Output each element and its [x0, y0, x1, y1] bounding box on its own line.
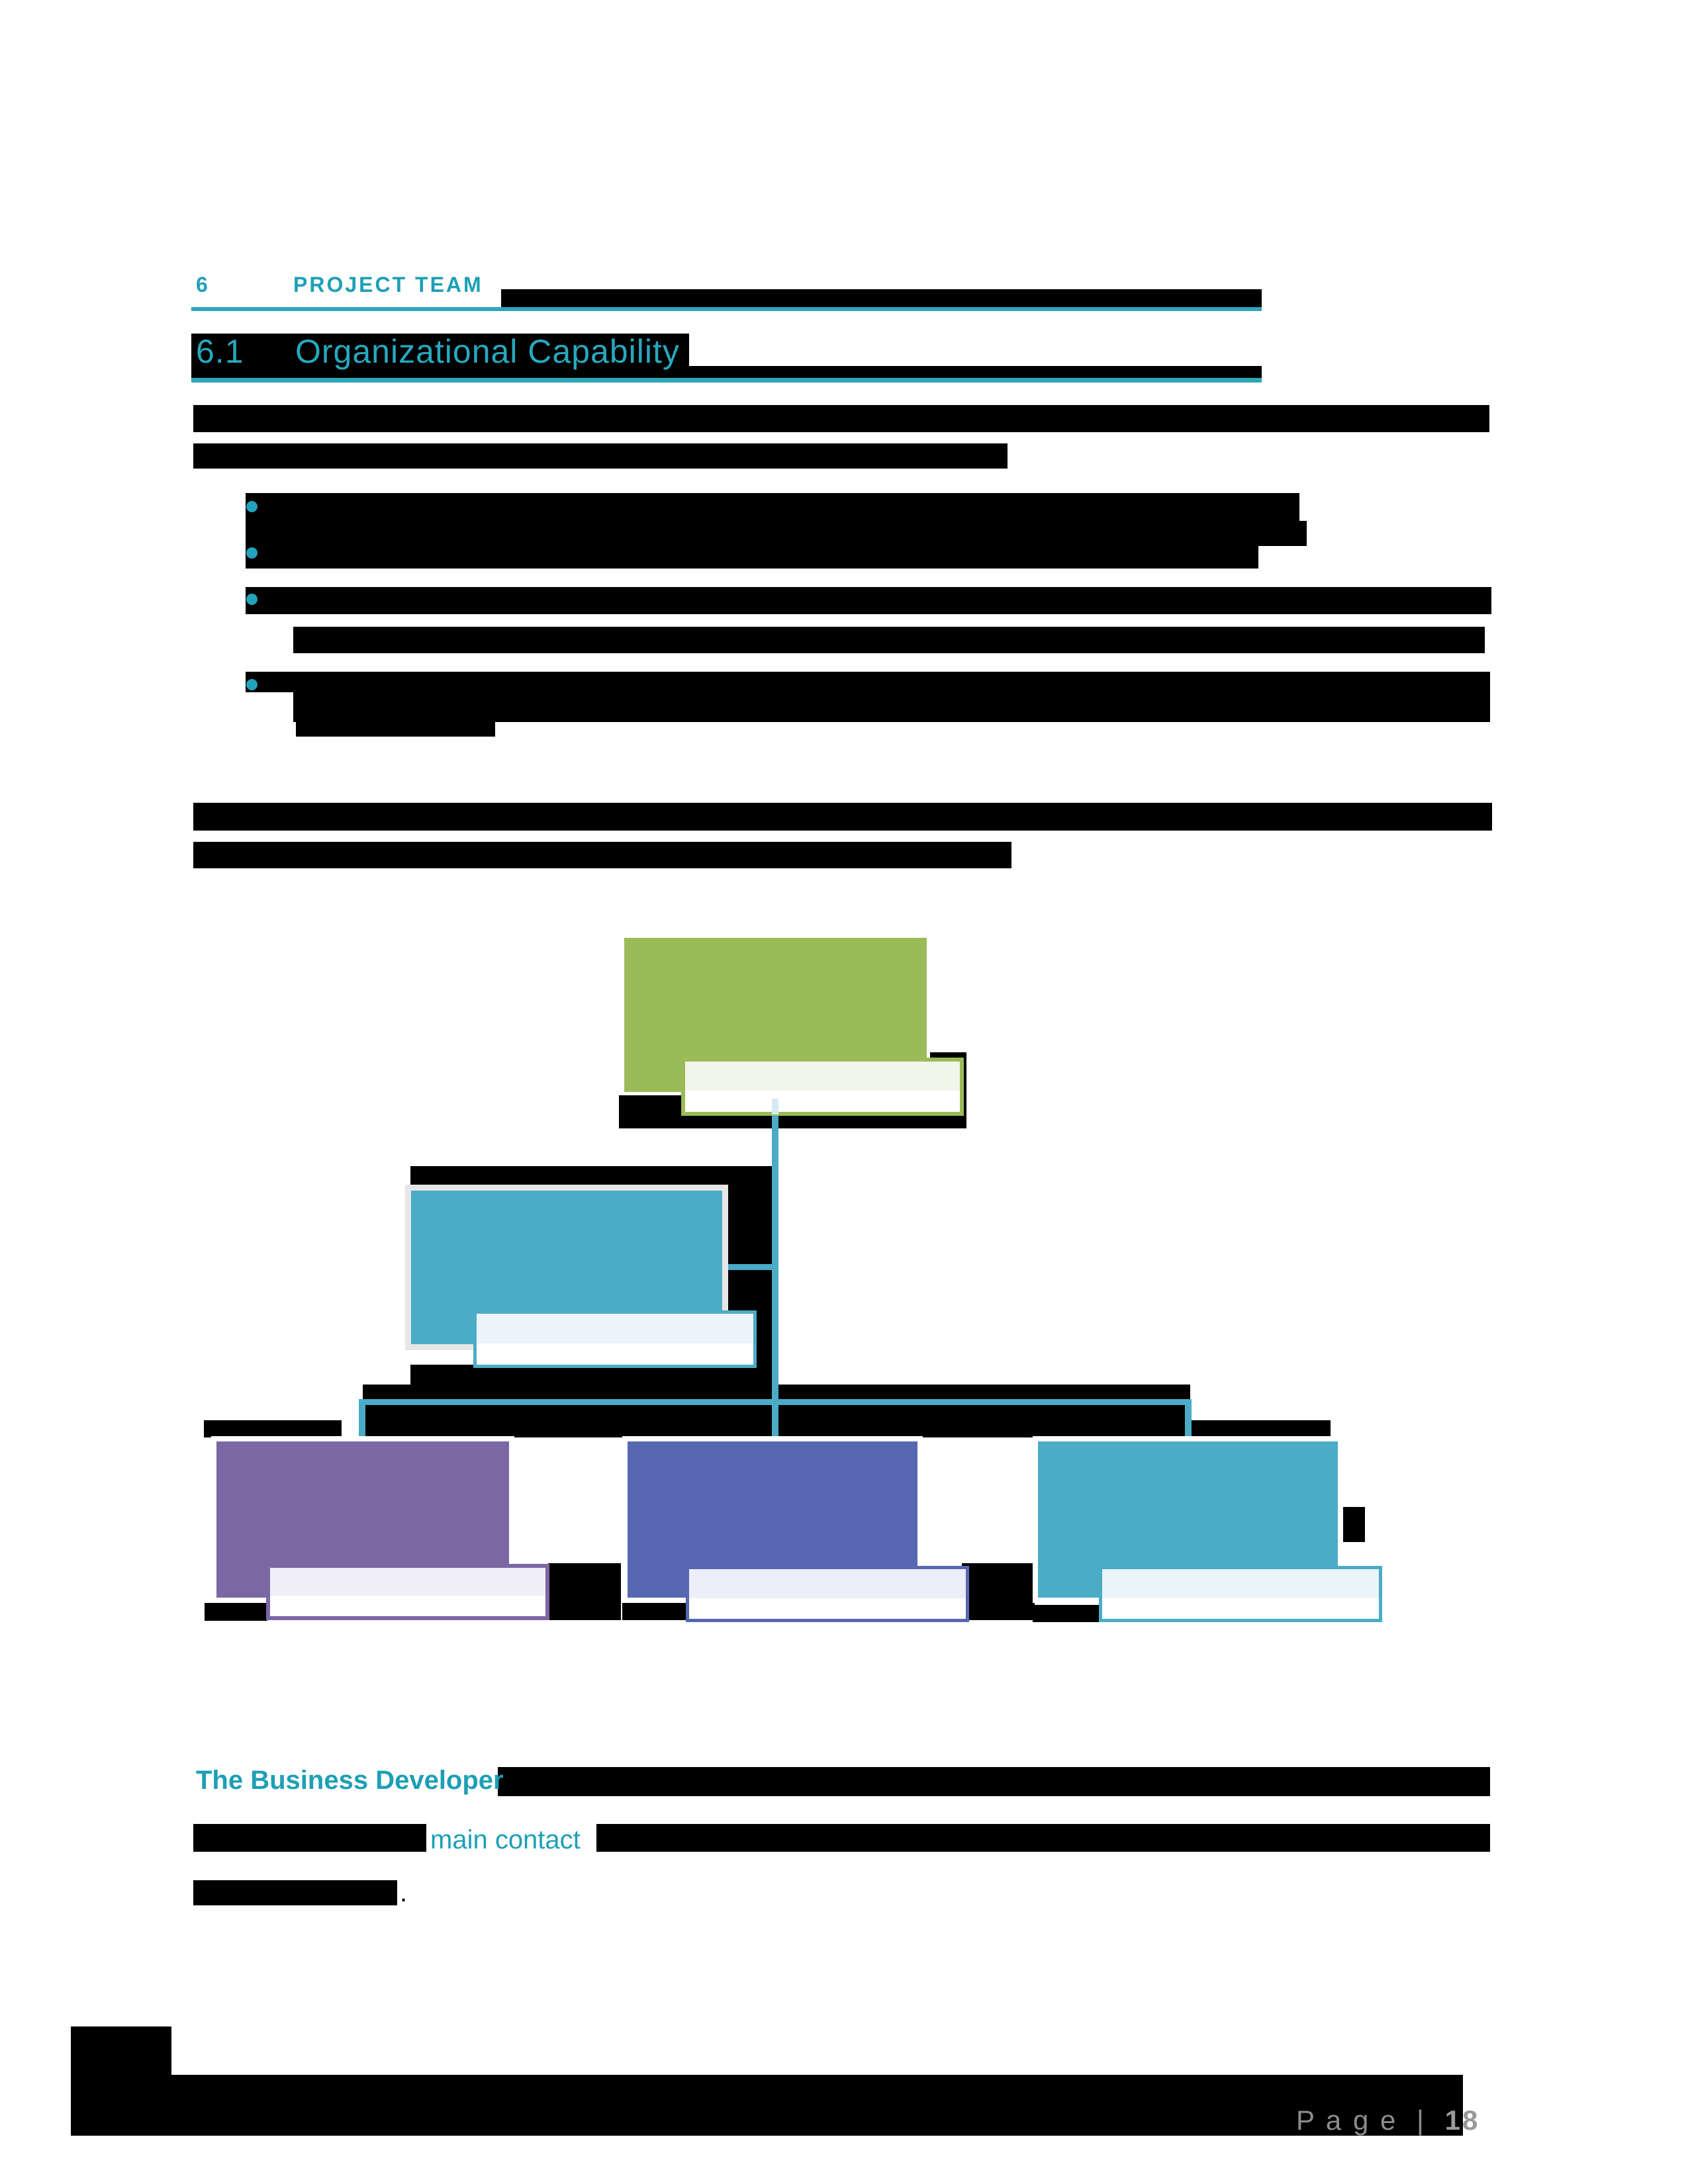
connector-horizontal-line	[359, 1399, 1192, 1405]
redaction-bar	[193, 405, 1489, 432]
org-node-assistant-label-plate	[473, 1310, 757, 1368]
redaction-bar	[596, 1824, 1490, 1852]
label-plate-tint	[477, 1314, 753, 1343]
business-developer-label: The Business Developer	[196, 1766, 504, 1795]
footer-page-label: P a g e | 18	[1296, 2105, 1479, 2136]
redaction-bar	[193, 803, 1492, 831]
bullet-marker-icon	[246, 594, 258, 605]
redaction-bar	[1033, 1605, 1099, 1622]
org-node-center-label-plate	[686, 1566, 969, 1622]
footer-page-number: 18	[1444, 2105, 1480, 2136]
redaction-bar	[622, 1603, 687, 1620]
subsection-title: Organizational Capability	[295, 333, 680, 370]
redaction-bar	[501, 289, 1262, 308]
connector-assistant-line	[725, 1264, 773, 1270]
redaction-bar	[246, 546, 1258, 569]
heading-rule	[191, 307, 1262, 311]
org-node-top-label-plate	[681, 1058, 964, 1116]
label-plate-tint	[689, 1569, 966, 1598]
redaction-bar	[193, 1824, 426, 1852]
org-node-left-label-plate	[266, 1564, 549, 1620]
footer-page-word: P a g e	[1296, 2105, 1398, 2136]
redaction-bar	[548, 1563, 621, 1620]
connector-right-drop-line	[1185, 1405, 1192, 1437]
redaction-bar	[962, 1563, 1035, 1620]
redaction-bar	[193, 842, 1011, 868]
redaction-bar	[246, 587, 1491, 614]
subsection-number: 6.1	[196, 333, 244, 370]
heading-rule	[191, 378, 1262, 383]
label-plate-tint	[270, 1568, 545, 1596]
footer-separator: |	[1417, 2105, 1426, 2136]
connector-left-drop-line	[359, 1405, 365, 1437]
redaction-bar	[296, 722, 495, 737]
main-contact-text: main contact	[430, 1825, 581, 1854]
redaction-bar	[193, 443, 1008, 469]
section-title: PROJECT TEAM	[293, 273, 483, 296]
redaction-bar	[246, 672, 1490, 692]
bullet-marker-icon	[246, 547, 258, 559]
redaction-bar	[246, 493, 1299, 521]
sentence-period: .	[400, 1878, 408, 1907]
redaction-bar	[293, 692, 1490, 722]
connector-trunk-line	[772, 1115, 778, 1437]
bullet-marker-icon	[246, 679, 258, 690]
redaction-bar	[1191, 1420, 1331, 1437]
connector-through-plate	[772, 1099, 778, 1115]
redaction-bar	[193, 1880, 397, 1905]
org-node-right-label-plate	[1099, 1566, 1382, 1622]
redaction-bar	[498, 1767, 1490, 1796]
label-plate-tint	[685, 1062, 960, 1091]
redaction-bar	[205, 1603, 267, 1621]
redaction-bar	[204, 1420, 342, 1437]
redaction-bar	[293, 627, 1485, 653]
redaction-bar	[71, 2075, 1463, 2136]
redaction-bar	[191, 366, 1262, 378]
bullet-marker-icon	[246, 501, 258, 512]
section-number: 6	[196, 273, 210, 296]
redaction-bar	[71, 2026, 171, 2075]
label-plate-tint	[1102, 1569, 1379, 1598]
redaction-bar	[246, 521, 1307, 546]
redaction-bar	[191, 334, 689, 371]
